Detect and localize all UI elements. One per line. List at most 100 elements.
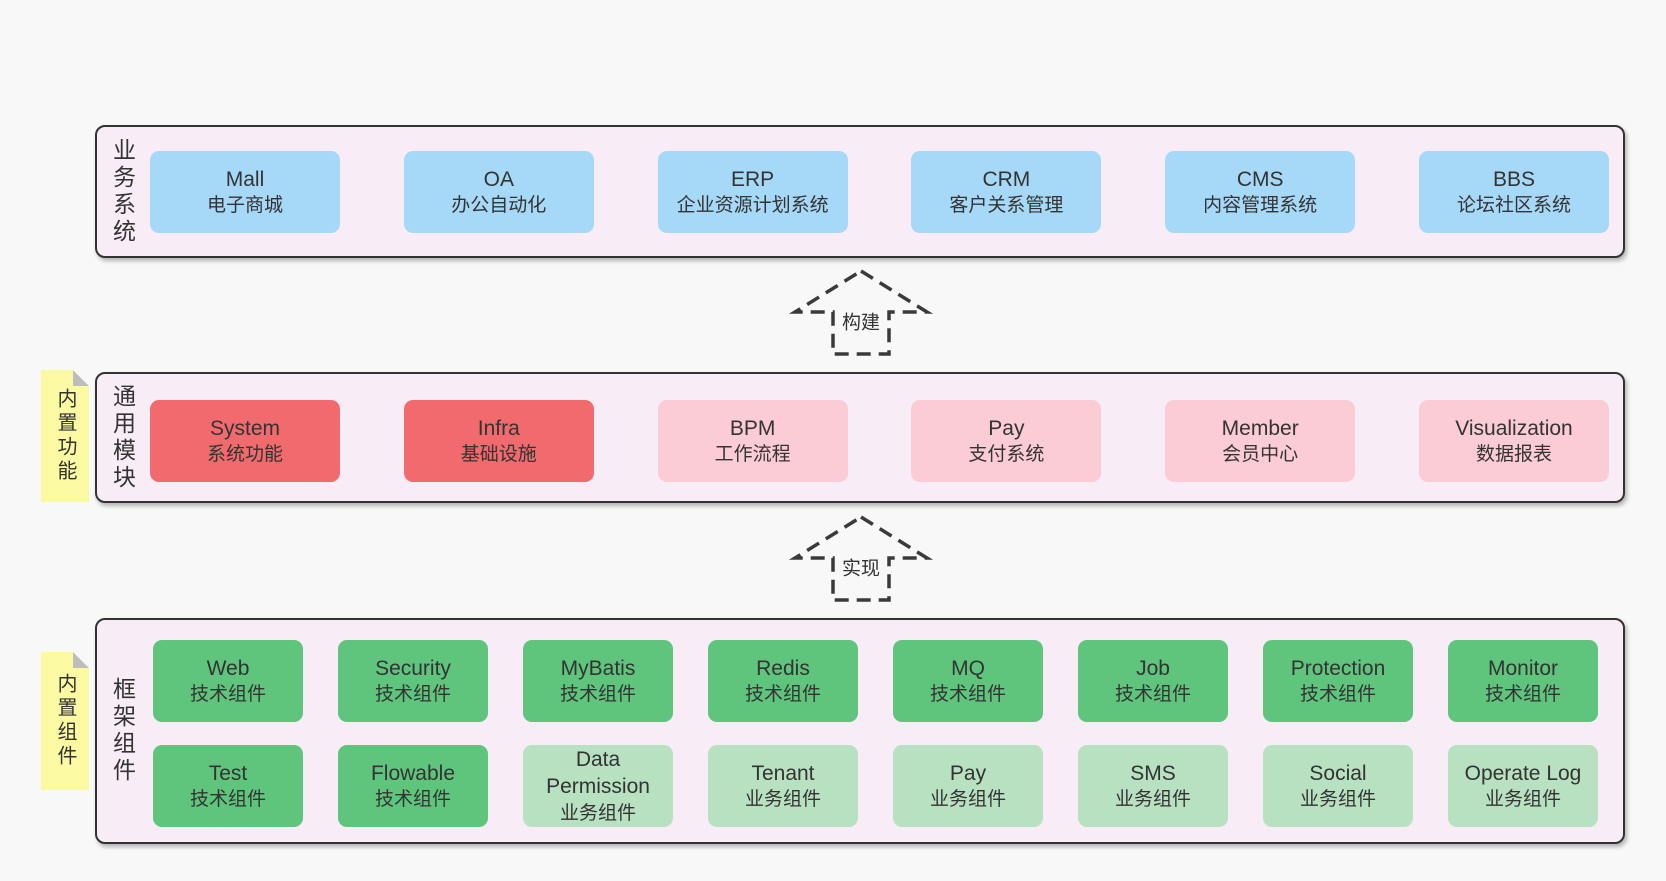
- box-redis: Redis 技术组件: [708, 640, 858, 722]
- box-title: Operate Log: [1464, 761, 1582, 785]
- box-subtitle: 业务组件: [559, 803, 636, 825]
- box-subtitle: 技术组件: [374, 789, 451, 811]
- box-subtitle: 技术组件: [189, 789, 266, 811]
- box-subtitle: 技术组件: [744, 684, 821, 706]
- framework-components-label: 框架组件: [109, 677, 136, 785]
- implement-arrow-label: 实现: [836, 552, 886, 582]
- box-subtitle: 技术组件: [1299, 684, 1376, 706]
- box-subtitle: 电子商城: [206, 195, 283, 217]
- box-title: Test: [208, 761, 248, 785]
- box-subtitle: 技术组件: [559, 684, 636, 706]
- box-crm: CRM 客户关系管理: [911, 151, 1102, 233]
- business-systems-label: 业务系统: [109, 137, 136, 246]
- dashed-up-arrow-icon: [788, 514, 934, 602]
- sticky-note-builtin-components: 内置组件: [41, 652, 89, 790]
- box-operate-log: Operate Log 业务组件: [1448, 745, 1598, 827]
- components-row-1: Web 技术组件 Security 技术组件 MyBatis 技术组件 Redi…: [153, 640, 1598, 722]
- box-subtitle: 业务组件: [1484, 789, 1561, 811]
- box-title: ERP: [731, 167, 775, 191]
- box-title: Member: [1221, 416, 1299, 440]
- box-subtitle: 数据报表: [1475, 444, 1552, 466]
- box-subtitle: 内容管理系统: [1203, 195, 1318, 217]
- box-subtitle: 会员中心: [1222, 444, 1299, 466]
- box-bpm: BPM 工作流程: [657, 400, 848, 482]
- box-title: System: [209, 416, 280, 440]
- box-member: Member 会员中心: [1165, 400, 1356, 482]
- box-mybatis: MyBatis 技术组件: [523, 640, 673, 722]
- panel-framework-components: 框架组件 Web 技术组件 Security 技术组件 MyBatis 技术组件…: [95, 618, 1625, 844]
- builtin-components-label: 内置组件: [54, 673, 76, 769]
- folded-corner-icon: [73, 370, 89, 386]
- box-title: Pay: [988, 416, 1025, 440]
- box-pay-component: Pay 业务组件: [893, 745, 1043, 827]
- build-arrow-label: 构建: [836, 306, 886, 336]
- build-arrow: 构建: [781, 266, 941, 360]
- box-title: Web: [206, 656, 250, 680]
- box-title: Protection: [1290, 656, 1386, 680]
- box-subtitle: 工作流程: [714, 444, 791, 466]
- box-subtitle: 技术组件: [189, 684, 266, 706]
- box-mall: Mall 电子商城: [150, 151, 340, 233]
- sticky-note-builtin-features: 内置功能: [41, 370, 89, 502]
- box-subtitle: 办公自动化: [451, 195, 547, 217]
- builtin-features-label: 内置功能: [54, 388, 76, 484]
- box-title: Visualization: [1455, 416, 1573, 440]
- box-tenant: Tenant 业务组件: [708, 745, 858, 827]
- box-title: Tenant: [751, 761, 815, 785]
- panel-business-systems: 业务系统 Mall 电子商城 OA 办公自动化 ERP 企业资源计划系统 CRM…: [95, 125, 1625, 258]
- box-subtitle: 业务组件: [929, 789, 1006, 811]
- box-subtitle: 技术组件: [1484, 684, 1561, 706]
- box-title: BPM: [729, 416, 776, 440]
- box-subtitle: 系统功能: [206, 444, 283, 466]
- panel-side-label: 框架组件: [103, 620, 141, 842]
- panel-side-label: 业务系统: [103, 127, 141, 256]
- box-system: System 系统功能: [150, 400, 340, 482]
- box-web: Web 技术组件: [153, 640, 303, 722]
- box-title: Redis: [756, 656, 810, 680]
- box-oa: OA 办公自动化: [403, 151, 594, 233]
- box-protection: Protection 技术组件: [1263, 640, 1413, 722]
- box-title: Job: [1136, 656, 1170, 680]
- panel-common-modules: 通用模块 System 系统功能 Infra 基础设施 BPM 工作流程 Pay…: [95, 372, 1625, 503]
- box-title: SMS: [1130, 761, 1176, 785]
- box-title: MyBatis: [560, 656, 636, 680]
- box-subtitle: 技术组件: [929, 684, 1006, 706]
- implement-arrow: 实现: [781, 512, 941, 606]
- box-cms: CMS 内容管理系统: [1165, 151, 1356, 233]
- box-subtitle: 支付系统: [968, 444, 1045, 466]
- box-title: Mall: [225, 167, 265, 191]
- box-subtitle: 技术组件: [1114, 684, 1191, 706]
- box-subtitle: 业务组件: [1114, 789, 1191, 811]
- folded-corner-icon: [73, 652, 89, 668]
- common-modules-label: 通用模块: [109, 383, 136, 492]
- box-infra: Infra 基础设施: [403, 400, 594, 482]
- box-social: Social 业务组件: [1263, 745, 1413, 827]
- panel-side-label: 通用模块: [103, 374, 141, 501]
- box-subtitle: 业务组件: [744, 789, 821, 811]
- box-subtitle: 基础设施: [460, 444, 537, 466]
- box-title: Monitor: [1487, 656, 1559, 680]
- business-boxes-row: Mall 电子商城 OA 办公自动化 ERP 企业资源计划系统 CRM 客户关系…: [150, 151, 1609, 233]
- box-title: Social: [1309, 761, 1367, 785]
- box-subtitle: 技术组件: [374, 684, 451, 706]
- modules-boxes-row: System 系统功能 Infra 基础设施 BPM 工作流程 Pay 支付系统…: [150, 400, 1609, 482]
- box-title: Infra: [477, 416, 520, 440]
- box-title: CMS: [1236, 167, 1284, 191]
- box-monitor: Monitor 技术组件: [1448, 640, 1598, 722]
- box-subtitle: 论坛社区系统: [1456, 195, 1571, 217]
- box-security: Security 技术组件: [338, 640, 488, 722]
- box-title: Pay: [949, 761, 987, 785]
- box-subtitle: 企业资源计划系统: [676, 195, 829, 217]
- box-title: OA: [483, 167, 514, 191]
- box-erp: ERP 企业资源计划系统: [657, 151, 848, 233]
- box-title: BBS: [1492, 167, 1535, 191]
- box-title: Data Permission: [546, 747, 650, 799]
- box-title: Security: [375, 656, 451, 680]
- box-pay-module: Pay 支付系统: [911, 400, 1102, 482]
- box-subtitle: 业务组件: [1299, 789, 1376, 811]
- box-data-permission: Data Permission 业务组件: [523, 745, 673, 827]
- box-subtitle: 客户关系管理: [949, 195, 1064, 217]
- box-test: Test 技术组件: [153, 745, 303, 827]
- box-visualization: Visualization 数据报表: [1418, 400, 1609, 482]
